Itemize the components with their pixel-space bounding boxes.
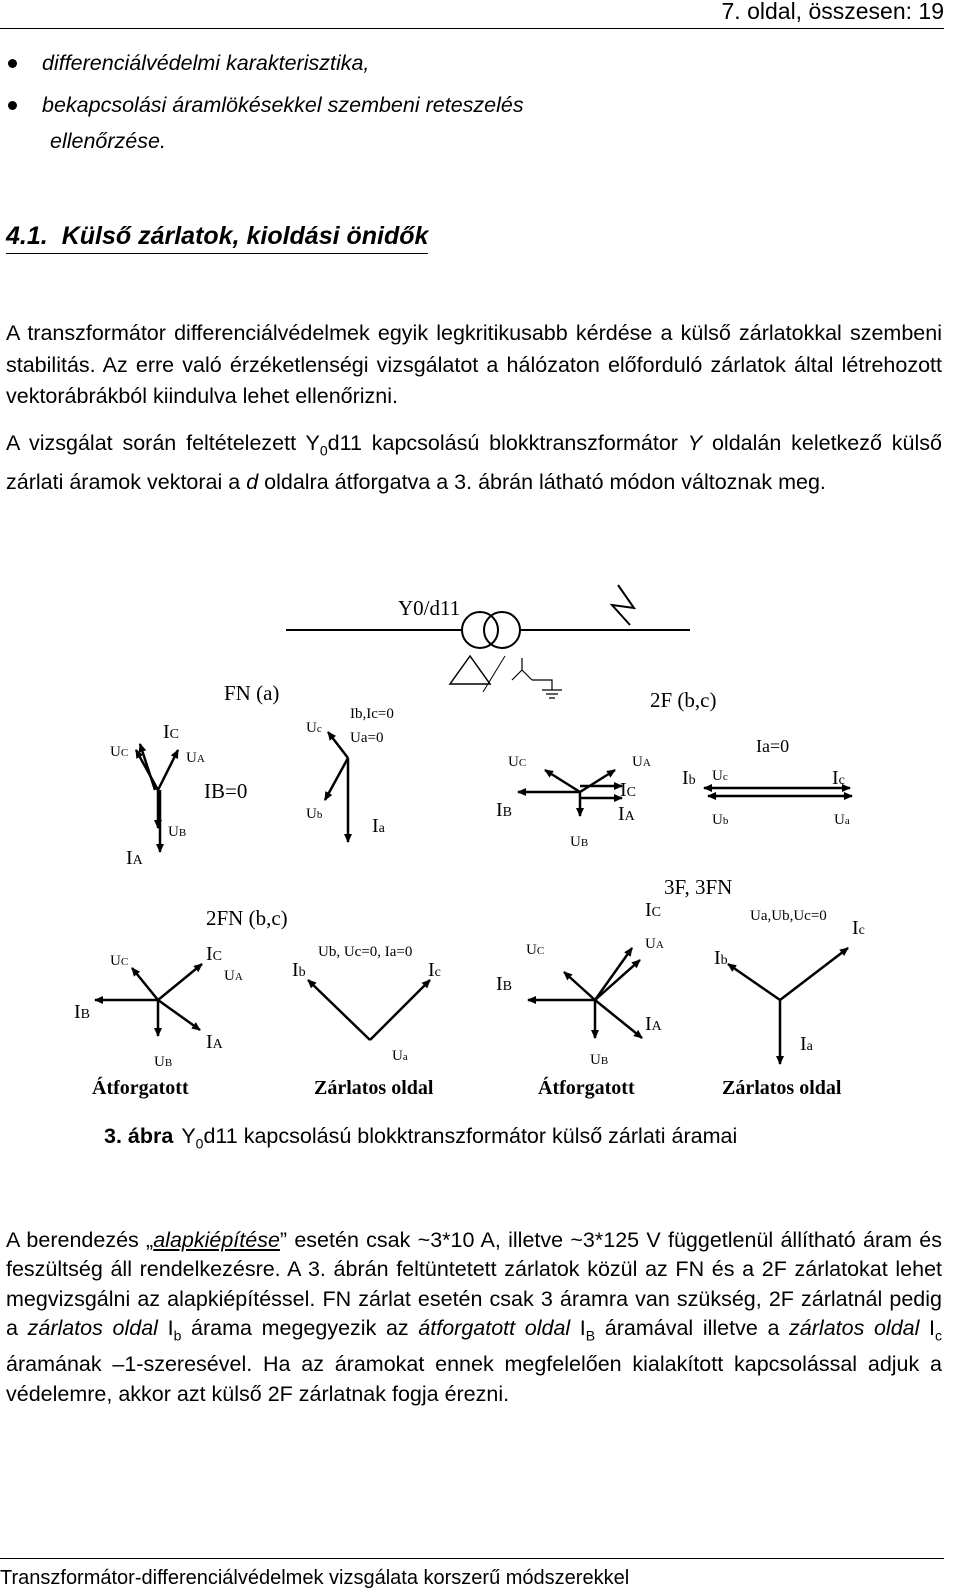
delta-symbol-icon: [448, 654, 492, 685]
case-label-fn: FN (a): [224, 681, 279, 705]
section-number: 4.1.: [6, 222, 48, 250]
svg-text:Ib: Ib: [292, 959, 306, 981]
svg-text:IB: IB: [496, 799, 512, 821]
grounded-star-icon: [511, 658, 562, 699]
svg-text:Ua: Ua: [392, 1048, 408, 1064]
svg-text:Ib: Ib: [714, 947, 728, 969]
list-item-continuation: ellenőrzése.: [50, 129, 166, 153]
svg-text:UB: UB: [168, 824, 186, 840]
fn-transformed-vectors: [134, 743, 180, 853]
svg-text:UB: UB: [154, 1054, 172, 1070]
condition-label: Ub, Uc=0, Ia=0: [318, 944, 412, 960]
svg-text:IC: IC: [163, 721, 179, 743]
condition-label: Ua=0: [350, 730, 383, 746]
case-label-2fn: 2FN (b,c): [206, 906, 288, 930]
2f-faulted-vectors: [703, 784, 853, 800]
2fn-transformed-vectors: [94, 963, 203, 1037]
svg-text:IA: IA: [618, 803, 636, 825]
svg-text:IB: IB: [496, 973, 512, 995]
bullet-icon: [8, 101, 17, 110]
svg-text:Ic: Ic: [832, 767, 845, 789]
condition-label: Ia=0: [756, 736, 789, 756]
svg-text:UA: UA: [645, 936, 664, 952]
caption-label: 3. ábra: [104, 1124, 174, 1148]
2f-transformed-vectors: [517, 768, 623, 817]
svg-text:Ic: Ic: [428, 959, 441, 981]
page-footer: Transzformátor-differenciálvédelmek vizs…: [0, 1558, 944, 1590]
condition-label: IB=0: [204, 779, 247, 803]
footer-text: Transzformátor-differenciálvédelmek vizs…: [0, 1567, 630, 1589]
condition-label: Ua,Ub,Uc=0: [750, 908, 827, 924]
transformer-label: Y0/d11: [398, 596, 460, 620]
svg-text:Ub: Ub: [712, 812, 729, 828]
svg-text:UC: UC: [110, 744, 128, 760]
paragraph-basic-setup: A berendezés „alapkiépítése” esetén csak…: [6, 1228, 943, 1406]
vector-diagram-figure: Y0/d11 FN (a) 2F (b,c) 2FN (b,c) 3F, 3FN…: [74, 584, 865, 1099]
bottom-label: Zárlatos oldal: [722, 1077, 842, 1099]
winding-circle-primary: [461, 611, 499, 649]
2fn-faulted-vectors: [307, 979, 431, 1041]
case-label-3f: 3F, 3FN: [664, 875, 732, 899]
3f-faulted-vectors: [727, 947, 849, 1065]
fault-icon: [609, 584, 637, 626]
svg-text:IB: IB: [74, 1001, 90, 1023]
svg-text:UA: UA: [186, 750, 205, 766]
svg-text:UA: UA: [224, 968, 243, 984]
svg-text:Ic: Ic: [852, 917, 865, 939]
svg-text:Ia: Ia: [372, 815, 386, 837]
3f-transformed-vectors: [527, 947, 643, 1039]
svg-text:Uc: Uc: [712, 768, 728, 784]
svg-text:Ib: Ib: [682, 767, 696, 789]
svg-text:UC: UC: [526, 942, 544, 958]
paragraph-assumption: A vizsgálat során feltételezett Y0d11 ka…: [6, 431, 942, 494]
page-number: 7. oldal, összesen: 19: [721, 0, 944, 24]
svg-text:UB: UB: [570, 834, 588, 850]
svg-text:UB: UB: [590, 1052, 608, 1068]
page-header: 7. oldal, összesen: 19: [0, 0, 944, 29]
svg-text:IA: IA: [645, 1013, 663, 1035]
section-title: Külső zárlatok, kioldási önidők: [61, 222, 429, 250]
svg-text:Ia: Ia: [800, 1033, 814, 1055]
svg-text:IC: IC: [645, 899, 661, 921]
svg-text:Uc: Uc: [306, 720, 322, 736]
svg-text:IA: IA: [126, 847, 144, 869]
svg-text:IC: IC: [206, 943, 222, 965]
svg-text:UC: UC: [110, 953, 128, 969]
winding-circle-secondary: [483, 611, 521, 649]
list-item: differenciálvédelmi karakterisztika,: [8, 42, 524, 84]
paragraph-intro: A transzformátor differenciálvédelmek eg…: [6, 321, 942, 408]
section-heading: 4.1. Külső zárlatok, kioldási önidők: [6, 222, 429, 254]
bullet-icon: [8, 59, 17, 68]
case-label-2f: 2F (b,c): [650, 688, 717, 712]
list-item: bekapcsolási áramlökésekkel szembeni ret…: [8, 84, 524, 126]
svg-text:Ua: Ua: [834, 812, 850, 828]
svg-text:Ub: Ub: [306, 806, 323, 822]
svg-text:UC: UC: [508, 754, 526, 770]
bottom-label: Átforgatott: [92, 1076, 189, 1099]
svg-text:IA: IA: [206, 1031, 224, 1053]
bullet-list: differenciálvédelmi karakterisztika, bek…: [8, 42, 524, 162]
fn-faulted-vectors: [323, 731, 352, 843]
bottom-label: Átforgatott: [538, 1076, 635, 1099]
separator-line: [482, 655, 506, 693]
svg-text:IC: IC: [620, 779, 636, 801]
condition-label: Ib,Ic=0: [350, 706, 394, 722]
svg-text:UA: UA: [632, 754, 651, 770]
bottom-label: Zárlatos oldal: [314, 1077, 434, 1099]
